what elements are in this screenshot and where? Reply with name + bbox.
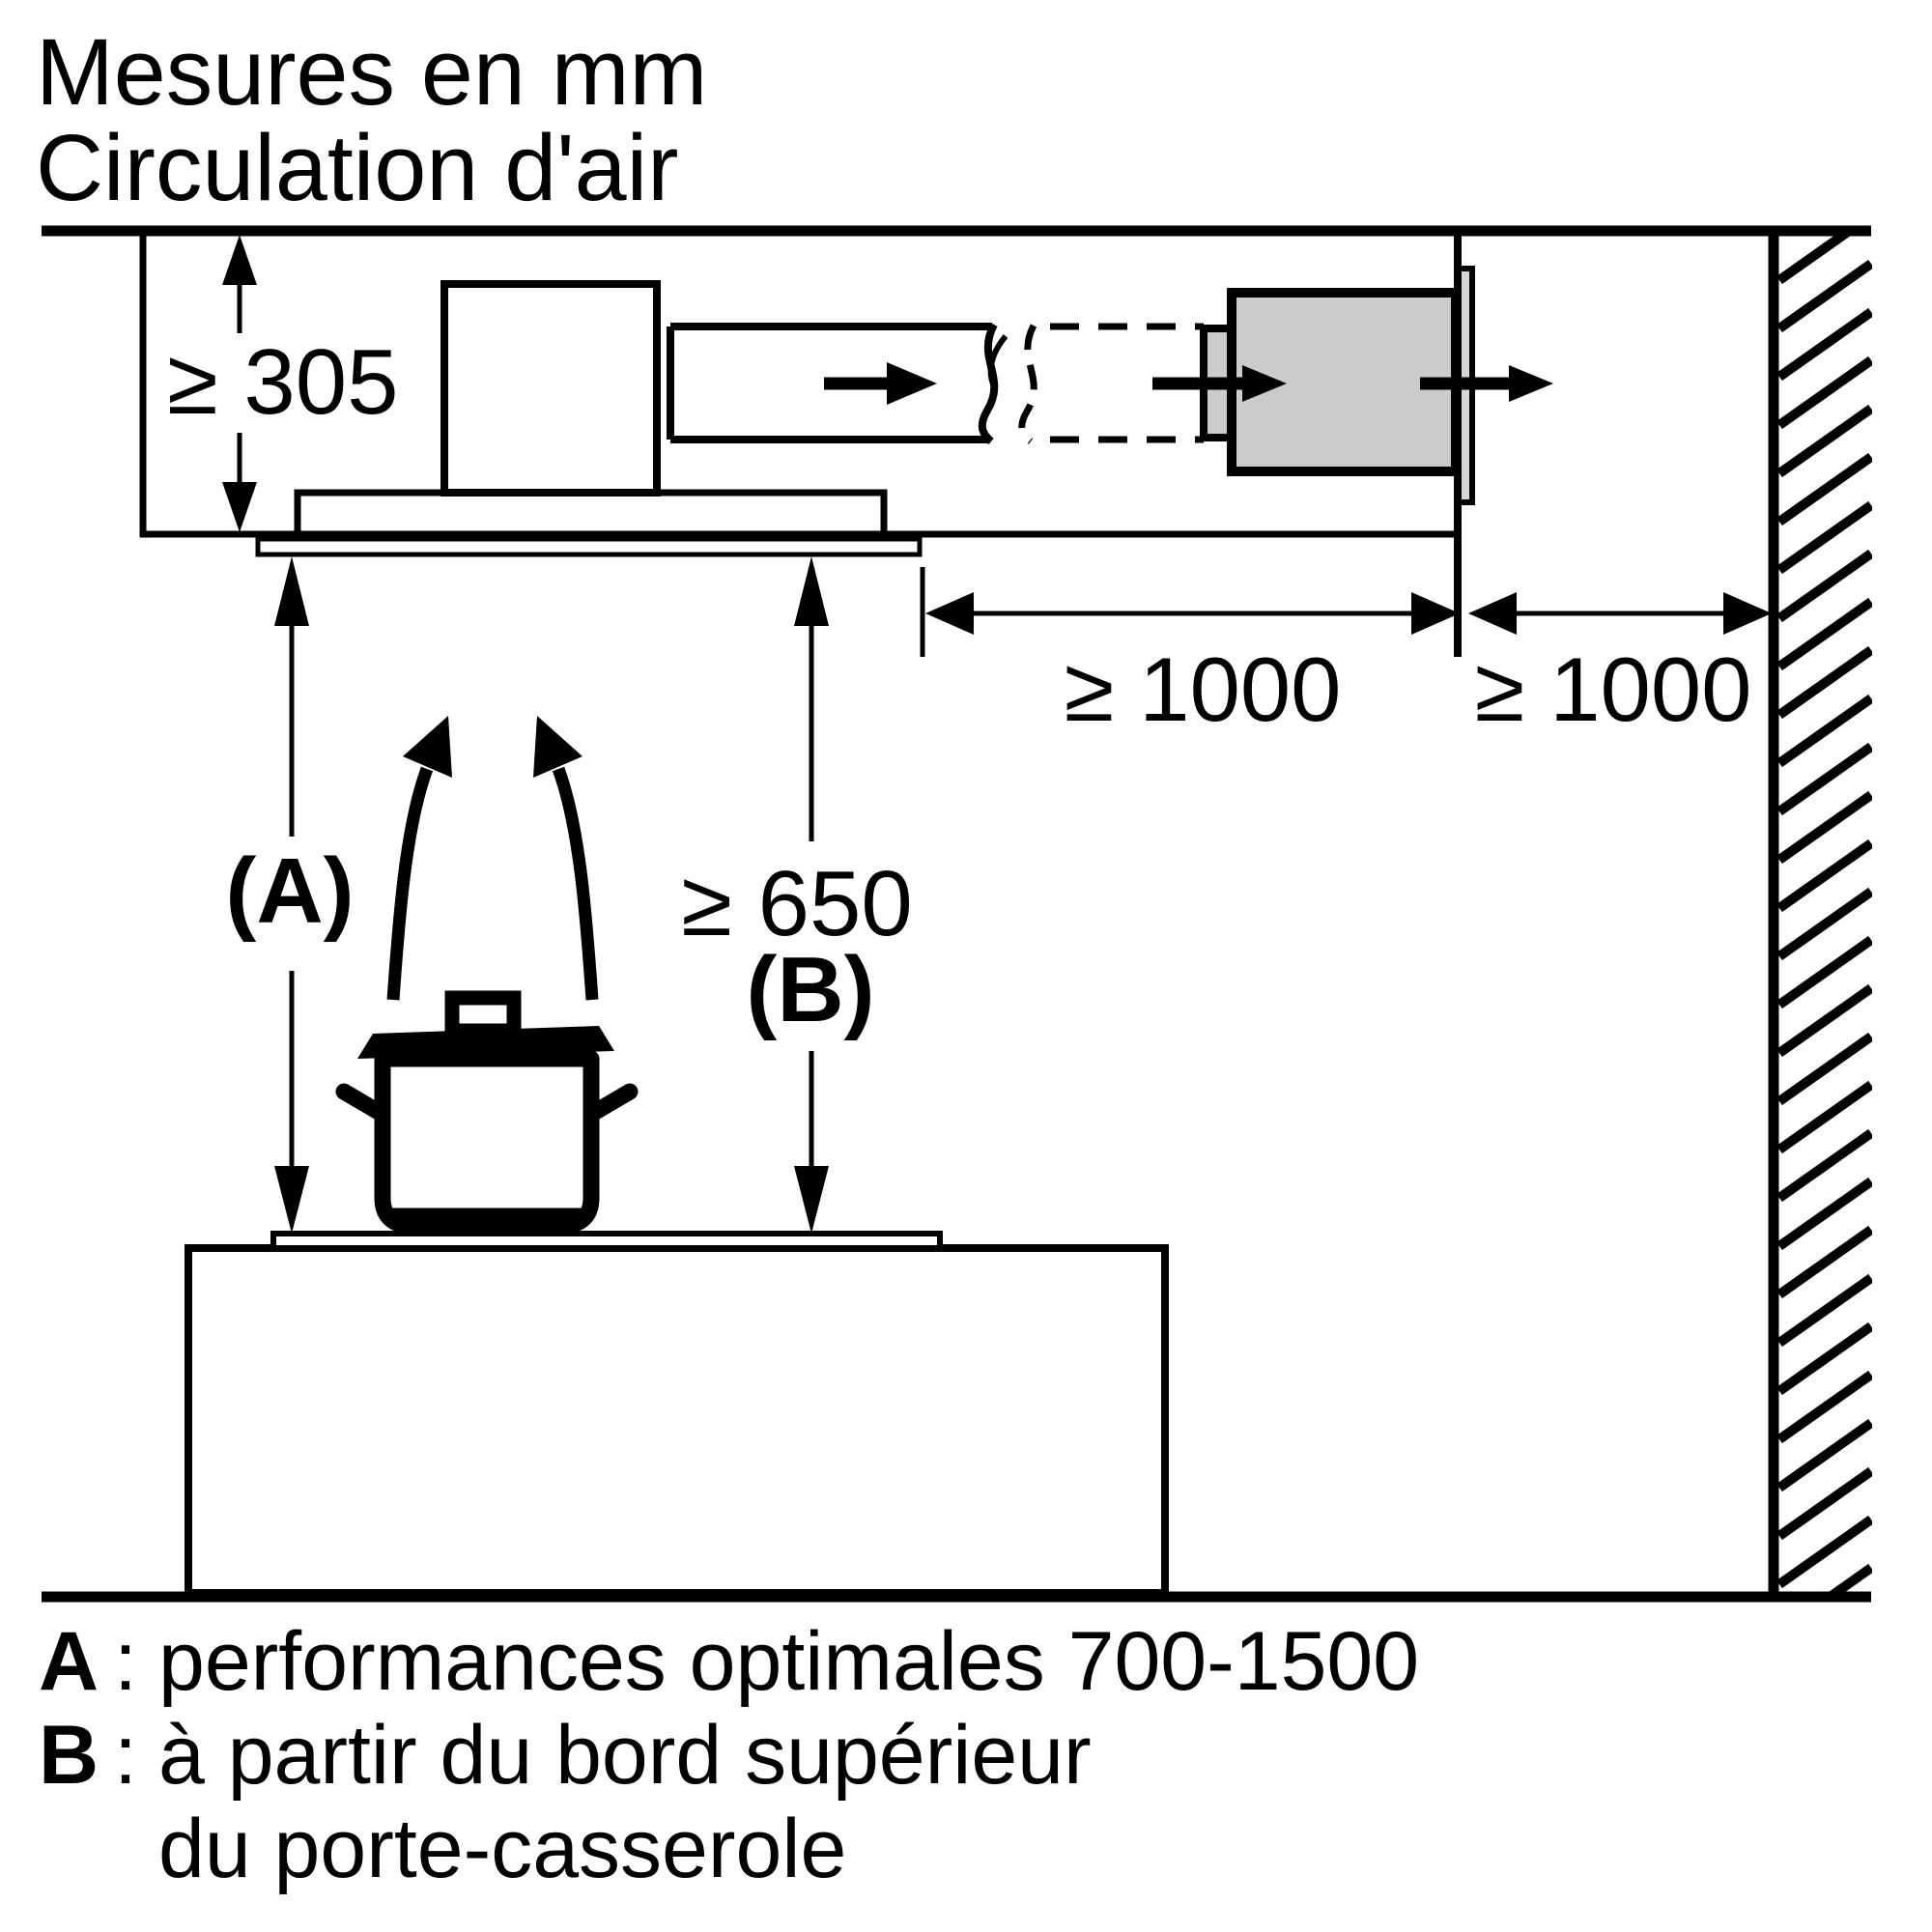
airflow-arrow-duct <box>824 362 937 405</box>
dimension-305: ≥ 305 <box>167 235 399 532</box>
hood-body <box>294 489 888 538</box>
legend-text-a: performances optimales 700-1500 <box>158 1615 1420 1708</box>
hood-chimney <box>440 280 661 497</box>
dimension-1000-right-label: ≥ 1000 <box>1475 639 1752 740</box>
dimension-a-label: (A) <box>225 839 354 943</box>
legend-sep-a: : <box>114 1615 137 1708</box>
pot-handle-left <box>335 1083 385 1120</box>
pot-lid-knob <box>444 990 522 1038</box>
dimension-1000-right: ≥ 1000 <box>1468 592 1772 740</box>
legend-row-b: B:à partir du bord supérieur <box>39 1709 1419 1803</box>
dimension-650-label: ≥ 650 <box>681 852 913 955</box>
cooktop-plate <box>270 1231 943 1251</box>
dimension-1000-left-label: ≥ 1000 <box>1065 639 1342 740</box>
title-line-mode: Circulation d'air <box>36 115 679 220</box>
legend-key-b: B <box>39 1709 99 1802</box>
dimension-a: (A) <box>225 556 355 1234</box>
steam-arrow-right <box>533 716 599 1001</box>
legend-row-a: A:performances optimales 700-1500 <box>39 1615 1419 1709</box>
dashed-duct <box>1050 323 1204 443</box>
counter <box>185 1244 1169 1597</box>
legend-sep-b: : <box>114 1709 137 1802</box>
legend: A:performances optimales 700-1500 B:à pa… <box>39 1615 1419 1896</box>
legend-text-b: à partir du bord supérieur <box>158 1709 1092 1802</box>
duct-break <box>978 323 1037 445</box>
hood-bottom-panel <box>255 536 923 557</box>
title-line-units: Mesures en mm <box>36 19 708 125</box>
dimension-1000-left: ≥ 1000 <box>920 567 1460 740</box>
pot-body <box>374 1050 600 1235</box>
legend-key-a: A <box>39 1615 99 1708</box>
pot-handle-right <box>588 1083 639 1120</box>
dimension-305-label: ≥ 305 <box>167 330 399 434</box>
legend-text-b2: du porte-casserole <box>158 1803 847 1895</box>
airflow-arrow-outlet <box>1420 365 1553 402</box>
dimension-b-label: (B) <box>746 938 874 1041</box>
dimension-b: ≥ 650 (B) <box>681 556 913 1234</box>
wall-hatch <box>1778 236 1872 1593</box>
duct <box>667 323 992 443</box>
steam-arrow-left <box>386 716 452 1001</box>
diagram-title: Mesures en mm Circulation d'air <box>36 24 707 215</box>
legend-row-b2: du porte-casserole <box>39 1803 1419 1896</box>
airflow-arrow-into-fan <box>1152 365 1287 402</box>
pot <box>335 990 639 1235</box>
